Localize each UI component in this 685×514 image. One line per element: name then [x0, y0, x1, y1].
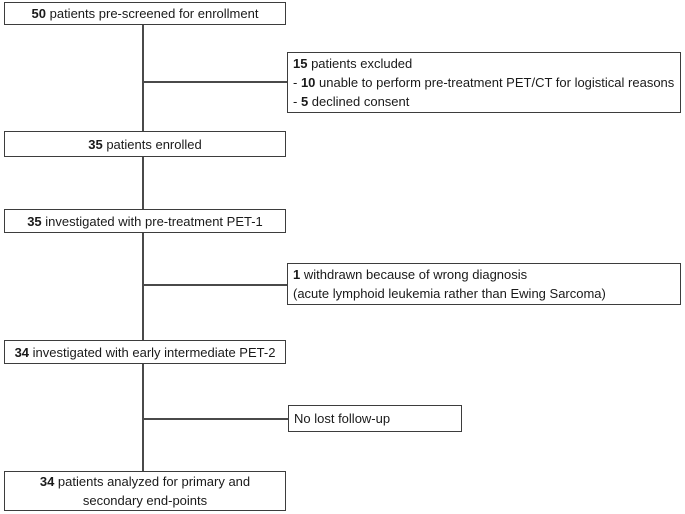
box-analyzed: 34 patients analyzed for primary and sec…: [4, 471, 286, 511]
box-withdrawn-line2: (acute lymphoid leukemia rather than Ewi…: [293, 286, 606, 301]
box-pet2-text: 34 investigated with early intermediate …: [14, 344, 276, 360]
box-excluded: 15 patients excluded - 10 unable to perf…: [287, 52, 681, 113]
box-analyzed-line2: secondary end-points: [82, 493, 208, 508]
connector-branch-withdrawn: [143, 284, 288, 286]
box-excluded-line1: 15 patients excluded: [293, 56, 413, 71]
box-no-lost-follow-up-text: No lost follow-up: [294, 411, 391, 426]
connector-branch-no-lost-follow-up: [143, 418, 289, 420]
connector-branch-excluded: [143, 81, 288, 83]
box-pet1: 35 investigated with pre-treatment PET-1: [4, 209, 286, 233]
box-enrolled: 35 patients enrolled: [4, 131, 286, 157]
box-prescreened: 50 patients pre-screened for enrollment: [4, 2, 286, 25]
box-withdrawn-line1: 1 withdrawn because of wrong diagnosis: [293, 267, 528, 282]
connector-trunk-vertical: [142, 25, 144, 471]
box-excluded-line3: - 5 declined consent: [293, 94, 410, 109]
box-analyzed-line1: 34 patients analyzed for primary and: [39, 474, 251, 489]
box-pet1-text: 35 investigated with pre-treatment PET-1: [27, 213, 263, 229]
box-enrolled-text: 35 patients enrolled: [88, 136, 202, 152]
box-pet2: 34 investigated with early intermediate …: [4, 340, 286, 364]
box-no-lost-follow-up: No lost follow-up: [288, 405, 462, 432]
box-prescreened-text: 50 patients pre-screened for enrollment: [31, 6, 259, 21]
box-excluded-line2: - 10 unable to perform pre-treatment PET…: [293, 75, 675, 90]
box-withdrawn: 1 withdrawn because of wrong diagnosis (…: [287, 263, 681, 305]
